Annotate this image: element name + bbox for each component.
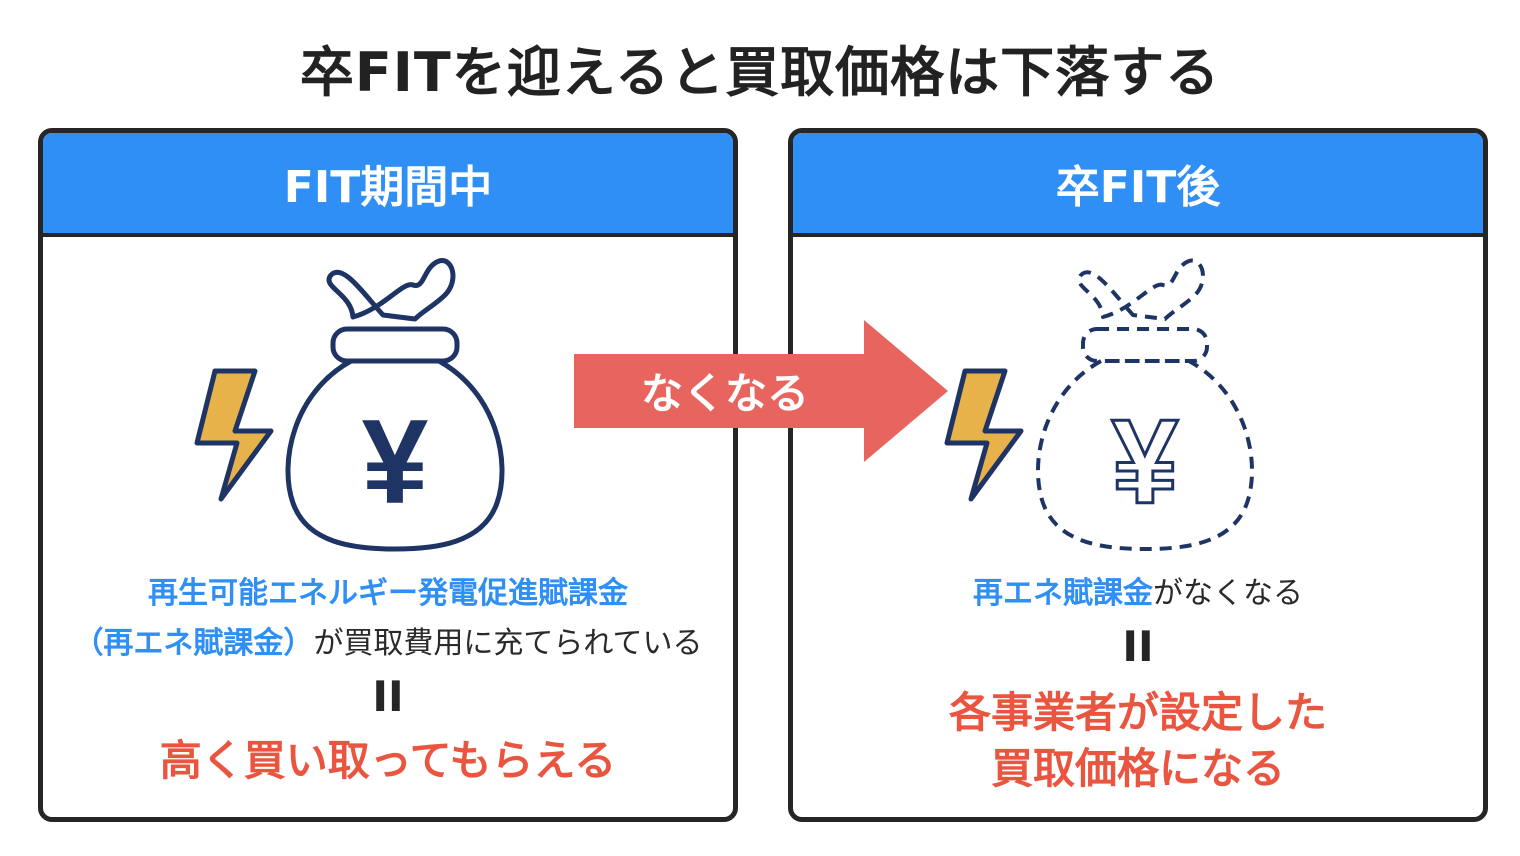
fit-period-panel: FIT期間中 ¥ 再生可能エネルギー発電促進賦課金 （再エネ賦課金）が買取費用に…	[38, 128, 738, 822]
post-fit-result-line2: 買取価格になる	[990, 744, 1285, 793]
levy-full-name: 再生可能エネルギー発電促進賦課金	[148, 576, 628, 611]
empty-money-bag-illustration: ¥	[944, 258, 1254, 551]
post-fit-panel: 卒FIT後 ¥ 再エネ賦課金がなくなる II 各事業者が設定した 買取価格になる	[788, 128, 1488, 822]
levy-name-line: 再生可能エネルギー発電促進賦課金	[43, 569, 733, 619]
levy-short-name: （再エネ賦課金）	[73, 626, 314, 661]
levy-short-name: 再エネ賦課金	[973, 576, 1153, 611]
arrow-icon	[574, 320, 948, 462]
yen-icon: ¥	[1112, 395, 1179, 529]
equals-sign: II	[1122, 622, 1154, 671]
yen-icon: ¥	[362, 395, 429, 529]
levy-gone-line: 再エネ賦課金がなくなる	[793, 569, 1483, 619]
post-fit-result-line1: 各事業者が設定した	[948, 688, 1327, 737]
levy-gone-text: がなくなる	[1153, 576, 1303, 611]
lightning-icon	[194, 368, 274, 502]
levy-usage-line: （再エネ賦課金）が買取費用に充てられている	[43, 619, 733, 669]
fit-period-header: FIT期間中	[43, 133, 733, 237]
fit-result-text: 高く買い取ってもらえる	[159, 736, 617, 785]
page-title: 卒FITを迎えると買取価格は下落する	[299, 41, 1221, 104]
money-bag-icon	[285, 258, 505, 552]
money-bag-illustration: ¥	[194, 258, 505, 552]
equals-sign: II	[372, 672, 404, 721]
levy-usage-text: が買取費用に充てられている	[313, 626, 703, 661]
arrow-label: なくなる	[640, 369, 809, 418]
lightning-icon	[944, 368, 1024, 502]
post-fit-header: 卒FIT後	[793, 133, 1483, 237]
money-bag-icon	[1036, 258, 1254, 551]
